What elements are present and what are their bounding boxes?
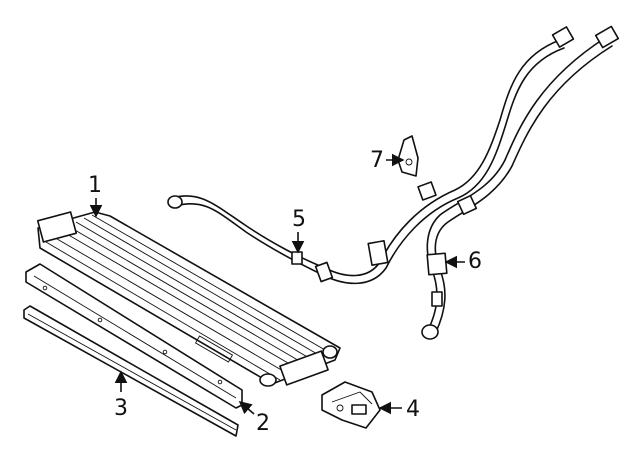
callout-1: 1 xyxy=(88,173,103,218)
callout-6: 6 xyxy=(444,249,482,274)
callout-4-label: 4 xyxy=(406,397,420,422)
callout-6-label: 6 xyxy=(468,249,482,274)
callout-7-label: 7 xyxy=(370,148,384,173)
callout-3-label: 3 xyxy=(114,396,128,421)
callout-5: 5 xyxy=(291,207,306,254)
callout-2: 2 xyxy=(238,400,270,436)
seal-strip-part[interactable] xyxy=(23,305,239,437)
oil-cooler-part[interactable] xyxy=(36,211,341,387)
callout-3: 3 xyxy=(114,370,128,421)
line-clip-part[interactable] xyxy=(397,135,419,177)
callout-4: 4 xyxy=(378,397,420,422)
mounting-bracket-part[interactable] xyxy=(321,381,381,429)
oil-feed-line-part[interactable] xyxy=(167,26,575,285)
callout-7: 7 xyxy=(370,148,405,173)
callout-2-label: 2 xyxy=(256,411,270,436)
callout-5-label: 5 xyxy=(292,207,306,232)
oil-return-line-part[interactable] xyxy=(421,25,620,340)
callout-1-label: 1 xyxy=(88,173,102,198)
